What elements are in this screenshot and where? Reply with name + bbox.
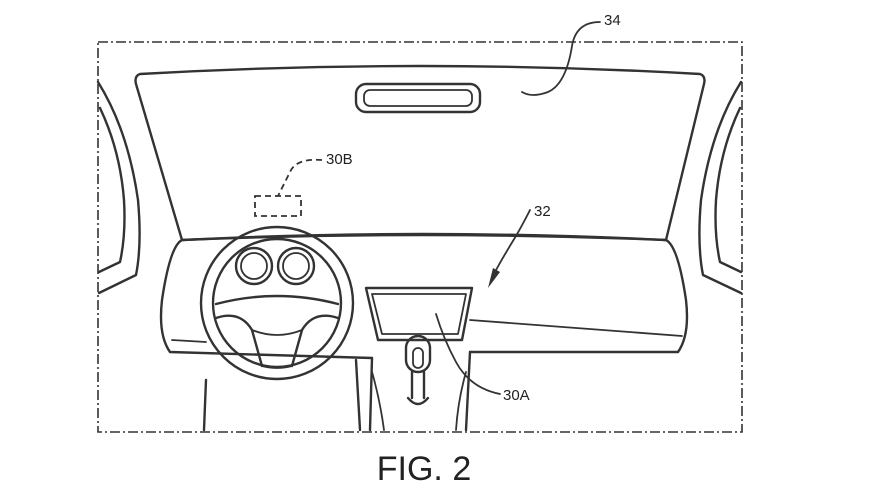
label-dashboard: 32 [534, 203, 551, 220]
right-door-frame [699, 82, 741, 293]
label-center-display: 30A [503, 387, 530, 404]
rear-view-mirror-inner [364, 90, 472, 106]
figure-caption: FIG. 2 [377, 450, 471, 488]
windshield [136, 66, 705, 240]
label-view: 34 [604, 12, 621, 29]
label-hud-display: 30B [326, 151, 353, 168]
center-display [366, 288, 472, 340]
leader-arrow-32 [488, 268, 500, 288]
gear-shifter [406, 336, 430, 404]
hud-display-area [255, 196, 301, 216]
left-door-frame [98, 82, 140, 293]
steering-column [204, 360, 360, 430]
leader-line-30b [278, 160, 322, 196]
view-boundary [98, 42, 742, 432]
center-console [370, 352, 470, 430]
rear-view-mirror [356, 84, 480, 112]
leader-line-34 [522, 22, 600, 95]
leader-line-32 [496, 210, 530, 270]
